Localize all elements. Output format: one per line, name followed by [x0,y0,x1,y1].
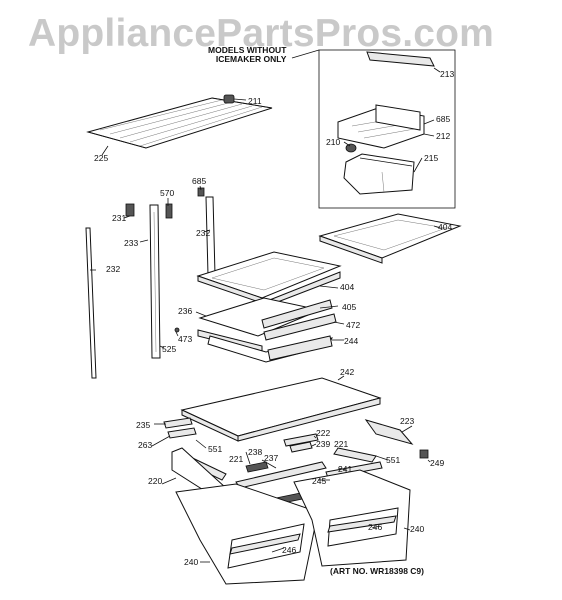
callout-525: 525 [162,344,177,354]
callout-405: 405 [342,302,357,312]
inset-note: MODELS WITHOUT ICEMAKER ONLY [208,46,286,64]
callout-404-lower: 404 [340,282,355,292]
callout-231: 231 [112,213,127,223]
callout-570: 570 [160,188,175,198]
callout-472: 472 [346,320,361,330]
callout-233: 233 [124,238,139,248]
inset-box [318,49,456,209]
callout-685-inset: 685 [436,114,451,124]
part-238 [245,461,269,473]
callout-215: 215 [424,153,439,163]
art-number: (ART NO. WR18398 C9) [330,566,424,576]
inset-note-line2: ICEMAKER ONLY [215,54,287,64]
callout-237: 237 [264,453,279,463]
callout-232-left: 232 [106,264,121,274]
callout-551-right: 551 [386,455,401,465]
wire-shelf-225 [86,97,273,149]
part-210 [345,143,357,153]
callout-240-left: 240 [184,557,199,567]
glass-shelf-404-upper [318,213,462,259]
part-221-right [333,447,377,463]
crisper-drawer-240-left [175,483,319,585]
callout-212: 212 [436,131,451,141]
callout-242: 242 [340,367,355,377]
callout-246-right: 246 [368,522,383,532]
bin-215 [343,153,415,195]
part-239 [289,441,313,453]
part-249 [419,449,429,459]
callout-221-right: 221 [334,439,349,449]
callout-240-right: 240 [410,524,425,534]
part-223 [364,419,414,445]
part-685 [197,187,205,197]
callout-246-left: 246 [282,545,297,555]
glass-shelf-404-lower [196,251,342,299]
callout-239: 239 [316,439,331,449]
part-222 [283,433,319,447]
part-570 [165,203,173,219]
inset-note-line1: MODELS WITHOUT [208,45,287,55]
part-213 [366,51,435,67]
part-473 [174,327,180,333]
clip-211 [223,94,235,104]
callout-223: 223 [400,416,415,426]
callout-551-left: 551 [208,444,223,454]
callout-225: 225 [94,153,109,163]
part-231 [125,203,135,217]
callout-249: 249 [430,458,445,468]
callout-404-upper: 404 [438,222,453,232]
callout-685: 685 [192,176,207,186]
callout-210: 210 [326,137,341,147]
watermark: AppliancePartsPros.com [28,12,495,55]
callout-232-right: 232 [196,228,211,238]
callout-263: 263 [138,440,153,450]
callout-241: 241 [338,464,353,474]
callout-473: 473 [178,334,193,344]
callout-238: 238 [248,447,263,457]
part-405 [261,299,333,329]
callout-244: 244 [344,336,359,346]
callout-221-left: 221 [229,454,244,464]
rail-232-left [85,227,97,379]
part-235 [163,417,193,429]
callout-236: 236 [178,306,193,316]
callout-245: 245 [312,476,327,486]
callout-220: 220 [148,476,163,486]
callout-235: 235 [136,420,151,430]
callout-211: 211 [248,96,262,106]
callout-213: 213 [440,69,455,79]
callout-222: 222 [316,428,331,438]
leader-lines [90,67,441,563]
part-263 [167,427,197,439]
